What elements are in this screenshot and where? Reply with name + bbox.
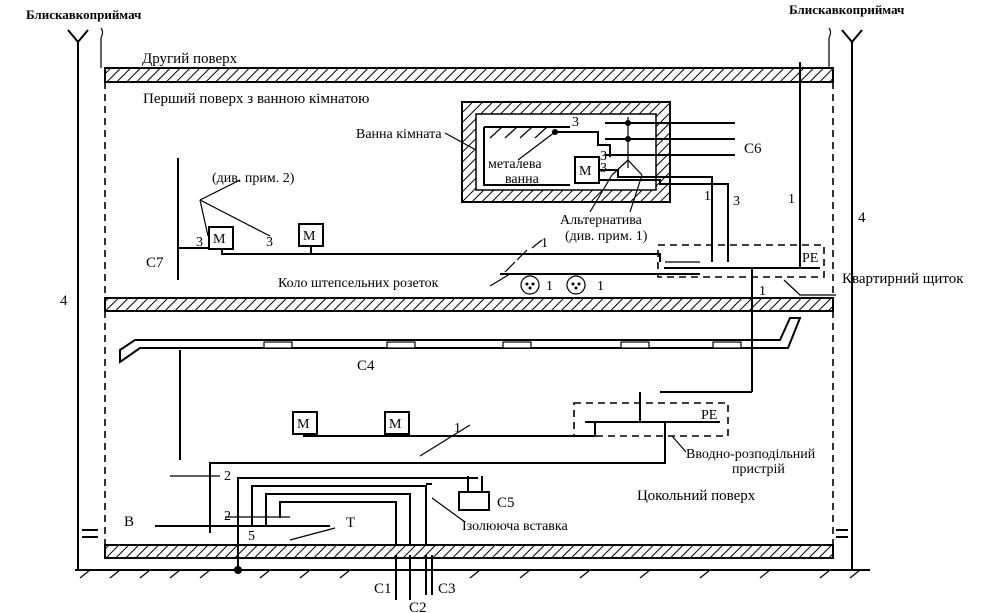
- bathroom-label: Ванна кімната: [356, 127, 442, 142]
- input-device-label-1: Вводно-розподільний: [686, 447, 816, 462]
- socket-1-label: 1: [546, 279, 553, 294]
- basement-floor-slab: [104, 544, 834, 559]
- wall-4-right: 4: [858, 210, 866, 226]
- pe-bottom-label: PE: [701, 408, 717, 423]
- wire-5: 5: [248, 529, 255, 544]
- second-floor-slab: [104, 67, 834, 83]
- motor-4: [384, 411, 410, 435]
- wire-2-bottom: 2: [224, 509, 231, 524]
- left-riser-c7: [177, 158, 210, 280]
- motor-3-label: M: [297, 417, 310, 432]
- motor-1-label: M: [213, 232, 226, 247]
- bath-wire-3c: 3: [600, 161, 607, 176]
- lightning-rod-right: [828, 27, 863, 570]
- basement-label: Цокольний поверх: [637, 488, 756, 504]
- b-label: B: [124, 514, 134, 530]
- lightning-rod-right-label: Блискавкоприймач: [789, 2, 904, 17]
- c3-label: C3: [438, 581, 456, 597]
- first-floor-slab: [104, 297, 834, 312]
- motor-3-bath-label: M: [579, 164, 592, 179]
- apartment-panel-wiring: [660, 62, 836, 393]
- metal-bath-label-1: металева: [488, 157, 542, 172]
- bathroom-wiring: [555, 117, 735, 262]
- bath-wire-3: 3: [572, 115, 579, 130]
- motor-link-3: 3: [266, 235, 273, 250]
- second-floor-label: Другий поверх: [142, 51, 238, 67]
- basement-wire-1: 1: [454, 421, 461, 436]
- motor-2-label: M: [303, 229, 316, 244]
- alternative-label-2: (див. прим. 1): [565, 229, 648, 244]
- lightning-rod-left-label: Блискавкоприймач: [26, 7, 141, 22]
- apartment-panel: [657, 244, 825, 278]
- c4-label: C4: [357, 358, 375, 374]
- riser-3-label: 3: [733, 194, 740, 209]
- apartment-panel-label: Квартирний щиток: [842, 271, 964, 287]
- insulating-insert-label: Ізолююча вставка: [462, 519, 568, 534]
- wall-4-left: 4: [60, 293, 68, 309]
- motor-4-label: M: [389, 417, 402, 432]
- riser-1-label: 1: [704, 189, 711, 204]
- socket-circuit-label: Коло штепсельних розеток: [278, 276, 439, 291]
- riser-1b-label: 1: [788, 192, 795, 207]
- c7-label: C7: [146, 255, 164, 271]
- panel-wire-1: 1: [759, 284, 766, 299]
- basement-pipes: [155, 476, 483, 600]
- metal-bath: [483, 126, 570, 186]
- socket-2-label: 1: [597, 279, 604, 294]
- bathroom-motor: [574, 156, 600, 184]
- pe-top-label: PE: [802, 251, 818, 266]
- motor-3: [292, 411, 318, 435]
- c5-box: [458, 491, 490, 511]
- alternative-label-1: Альтернатива: [560, 213, 643, 228]
- first-floor-label: Перший поверх з ванною кімнатою: [143, 91, 369, 107]
- c1-label: C1: [374, 581, 392, 597]
- socket-wire-1a: 1: [541, 236, 548, 251]
- see-note-2-label: (див. прим. 2): [212, 171, 295, 186]
- c2-label: C2: [409, 600, 427, 613]
- c5-label: C5: [497, 495, 515, 511]
- building-outline: [104, 82, 834, 545]
- c4-cable-duct: [119, 317, 802, 364]
- wire-2-top: 2: [224, 469, 231, 484]
- socket-1: [520, 275, 540, 295]
- bath-wire-3b: 3: [600, 149, 607, 164]
- c6-label: C6: [744, 141, 762, 157]
- input-distribution-device: [573, 402, 729, 437]
- input-device-label-2: пристрій: [732, 462, 785, 477]
- socket-2: [566, 275, 586, 295]
- t-label: T: [346, 515, 355, 531]
- metal-bath-label-2: ванна: [505, 172, 540, 187]
- ground-hatch: [79, 569, 861, 579]
- first-floor-wiring: [199, 179, 700, 287]
- c7-wire-3: 3: [196, 235, 203, 250]
- lightning-rod-left: [67, 27, 104, 570]
